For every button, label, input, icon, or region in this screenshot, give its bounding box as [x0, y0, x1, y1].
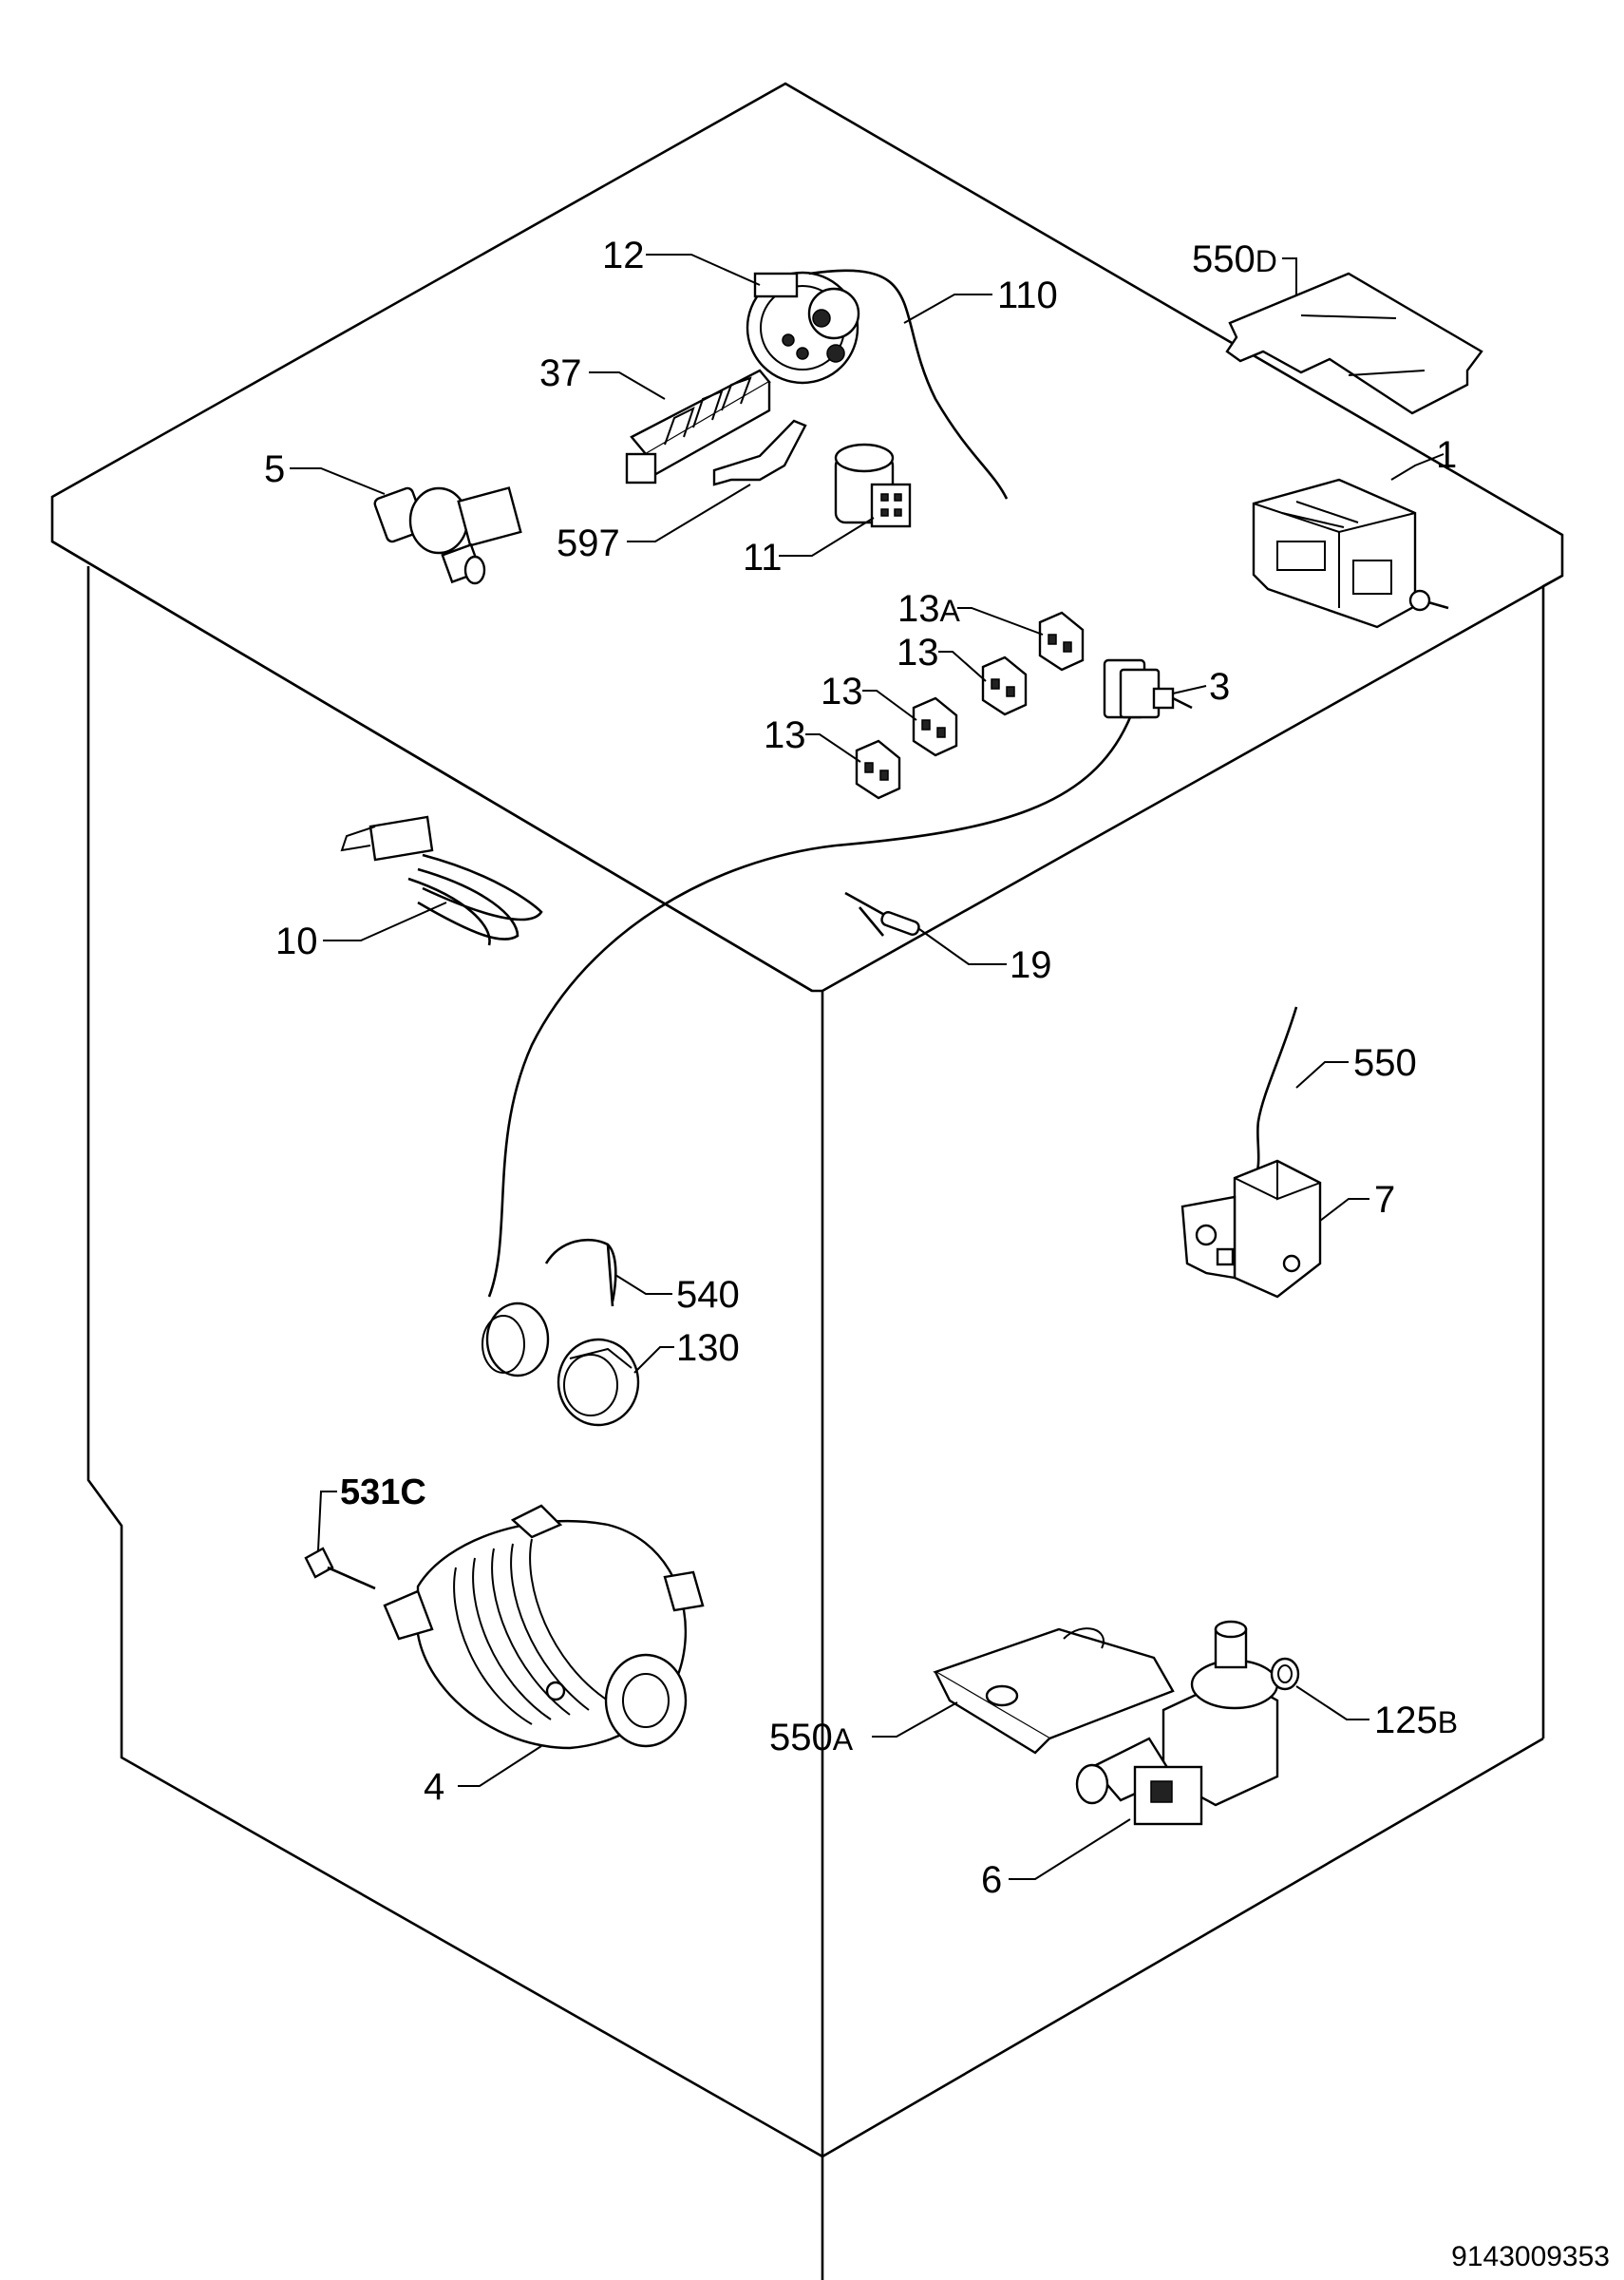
callout-4: 4: [424, 1766, 444, 1808]
part-ring-125b: [1270, 1657, 1300, 1691]
callout-3: 3: [1209, 666, 1230, 708]
part-hose-110-inner: [808, 269, 1008, 500]
part-sensor-19: [844, 891, 920, 937]
callout-12: 12: [602, 235, 645, 276]
callout-125b: 125B: [1374, 1700, 1458, 1741]
leader-lines: [290, 254, 1445, 1880]
part-bracket-597: [712, 419, 807, 486]
callout-597: 597: [557, 522, 620, 564]
callout-labels: 12 110 550D 37 5 1 597 11 13A 13 13 13 3…: [264, 235, 1458, 1901]
part-cover-550d: [1225, 272, 1483, 415]
callout-13-1: 13: [897, 632, 939, 674]
part-valve-5: [373, 486, 522, 585]
part-clip-540: [544, 1238, 617, 1307]
callout-11: 11: [743, 537, 783, 579]
part-screw-531c: [304, 1547, 376, 1590]
part-programmer-1: [1252, 478, 1449, 629]
callout-19: 19: [1010, 944, 1052, 986]
part-connector-13-1: [981, 656, 1028, 716]
callout-6: 6: [981, 1859, 1002, 1901]
part-cable-3: [487, 716, 1132, 1298]
callout-550: 550: [1353, 1042, 1417, 1084]
cabinet-outline: [50, 82, 1564, 2280]
part-harness-550-inner: [1257, 1006, 1297, 1122]
part-connector-13a: [1038, 611, 1085, 672]
part-terminal-block-37: [625, 369, 771, 484]
callout-550d: 550D: [1192, 238, 1277, 280]
part-connector-13-2: [912, 696, 958, 757]
part-pump-6: [1075, 1620, 1279, 1826]
callout-13-3: 13: [764, 714, 806, 756]
part-grommet: [482, 1302, 550, 1378]
part-cover-550a: [933, 1627, 1175, 1755]
callout-37: 37: [539, 352, 582, 394]
callout-130: 130: [676, 1327, 740, 1369]
part-connector-13-3: [855, 739, 901, 800]
callout-10: 10: [275, 921, 318, 962]
part-pressure-switch-12: [746, 271, 860, 385]
callout-531c: 531C: [340, 1472, 426, 1512]
document-number: 9143009353: [1451, 2241, 1610, 2272]
part-switch-3: [1103, 658, 1193, 719]
callout-1: 1: [1436, 434, 1457, 476]
callout-13a: 13A: [897, 588, 961, 630]
part-grommet-130: [557, 1338, 640, 1427]
callout-7: 7: [1374, 1179, 1395, 1221]
part-capacitor-11: [834, 443, 912, 528]
callout-540: 540: [676, 1274, 740, 1316]
callout-110: 110: [997, 275, 1058, 316]
part-motor-4: [383, 1504, 705, 1750]
callout-13-2: 13: [821, 671, 863, 712]
part-harness-550: [1252, 1006, 1298, 1184]
part-heater-10: [340, 815, 543, 946]
callout-5: 5: [264, 448, 285, 490]
part-door-lock-7: [1180, 1159, 1322, 1299]
callout-550a: 550A: [769, 1717, 854, 1758]
